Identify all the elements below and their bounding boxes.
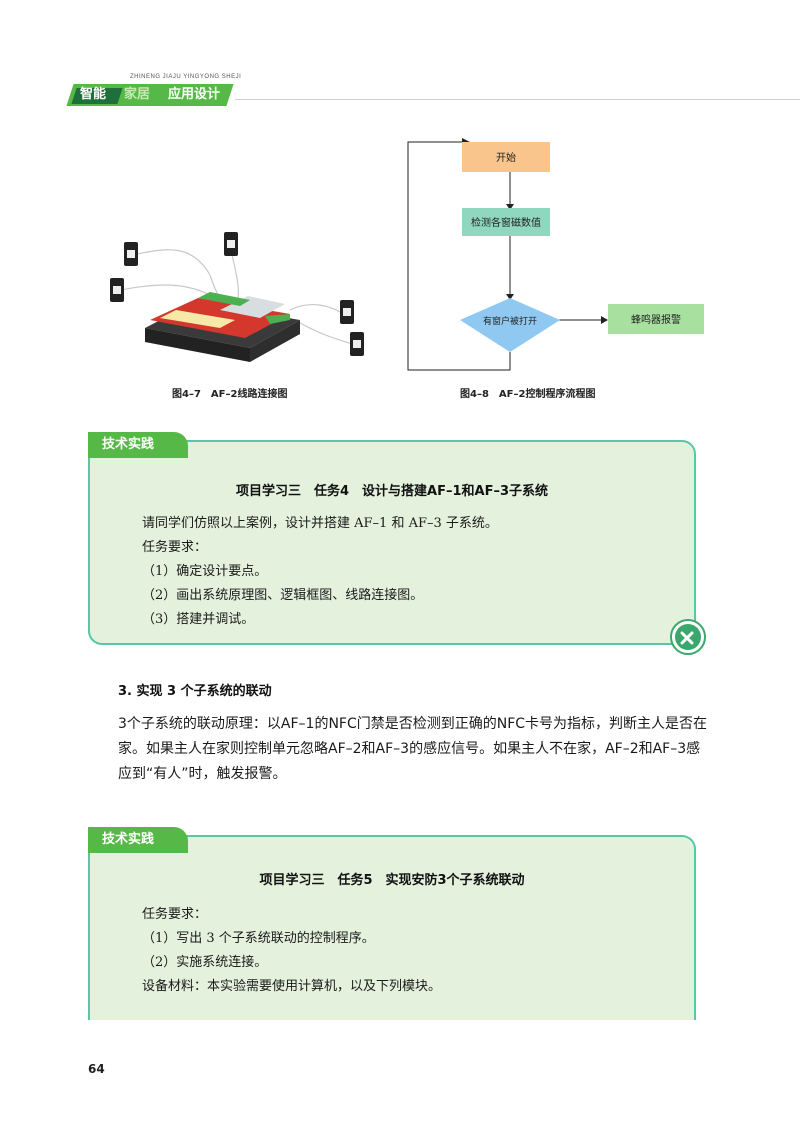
page-header: ZHINENG JIAJU YINGYONG SHEJI 智能 家居 应用设计 [0, 70, 800, 110]
flow-detect-label: 检测各窗磁数值 [471, 216, 541, 229]
figure-caption-right: 图4–8 AF–2控制程序流程图 [460, 389, 596, 400]
flow-decision-diamond [460, 298, 560, 352]
control-board-icon [145, 292, 300, 362]
practice-tab-label: 技术实践 [102, 437, 155, 452]
practice-lines: 请同学们仿照以上案例，设计并搭建 AF–1 和 AF–3 子系统。 任务要求： … [142, 512, 498, 632]
practice-line: （2）画出系统原理图、逻辑框图、线路连接图。 [142, 588, 424, 603]
section-paragraph: 3个子系统的联动原理：以AF–1的NFC门禁是否检测到正确的NFC卡号为指标，判… [118, 716, 708, 782]
section-heading: 3. 实现 3 个子系统的联动 [118, 684, 272, 699]
practice-tab: 技术实践 [88, 432, 188, 458]
practice-panel-2: 技术实践 项目学习三 任务5 实现安防3个子系统联动 任务要求： （1）写出 3… [88, 827, 696, 1020]
figure-caption-left: 图4–7 AF–2线路连接图 [172, 389, 288, 400]
practice-line: 设备材料：本实验需要使用计算机，以及下列模块。 [142, 979, 442, 994]
practice-line: （1）写出 3 个子系统联动的控制程序。 [142, 931, 375, 946]
practice-lines: 任务要求： （1）写出 3 个子系统联动的控制程序。 （2）实施系统连接。 设备… [142, 903, 441, 999]
practice-tab-label: 技术实践 [102, 832, 155, 847]
flow-alarm-box [608, 304, 704, 334]
practice-line: 请同学们仿照以上案例，设计并搭建 AF–1 和 AF–3 子系统。 [142, 516, 498, 531]
wiring-diagram-figure [110, 232, 364, 362]
sensor-icon [110, 232, 364, 356]
practice-title: 项目学习三 任务5 实现安防3个子系统联动 [259, 873, 525, 888]
header-title-part2: 家居 [124, 87, 151, 102]
tools-icon [670, 619, 706, 655]
header-title-part1: 智能 [80, 87, 107, 102]
practice-tab: 技术实践 [88, 827, 188, 853]
flow-alarm-label: 蜂鸣器报警 [631, 313, 681, 326]
flow-start-box [462, 142, 550, 172]
practice-line: （1）确定设计要点。 [142, 564, 268, 579]
flow-detect-box [462, 208, 550, 236]
practice-line: （2）实施系统连接。 [142, 955, 268, 970]
flow-decision-label: 有窗户被打开 [483, 315, 537, 327]
flowchart-figure: 开始 检测各窗磁数值 有窗户被打开 蜂鸣器报警 [407, 138, 704, 371]
page-number: 64 [88, 1062, 105, 1076]
header-title-part3: 应用设计 [168, 87, 221, 102]
flow-start-label: 开始 [496, 151, 516, 164]
practice-panel-1: 技术实践 项目学习三 任务4 设计与搭建AF–1和AF–3子系统 请同学们仿照以… [88, 432, 706, 655]
header-rule [235, 99, 800, 100]
practice-line: 任务要求： [142, 907, 208, 922]
practice-line: 任务要求： [142, 540, 208, 555]
practice-line: （3）搭建并调试。 [142, 612, 255, 627]
header-pinyin: ZHINENG JIAJU YINGYONG SHEJI [130, 74, 242, 80]
practice-title: 项目学习三 任务4 设计与搭建AF–1和AF–3子系统 [235, 484, 549, 499]
